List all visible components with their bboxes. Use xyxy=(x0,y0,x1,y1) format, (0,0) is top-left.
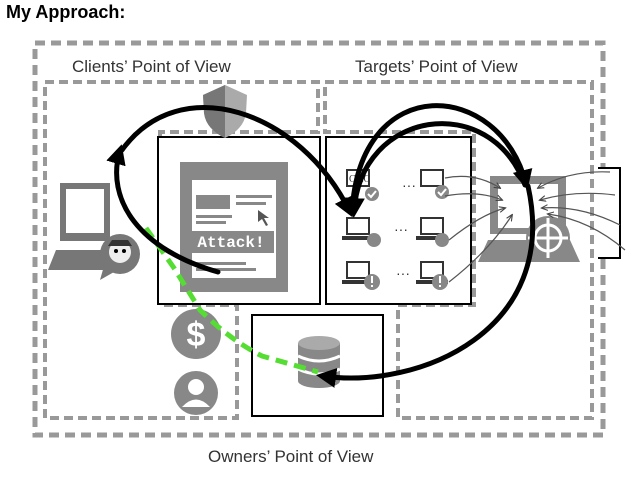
owners-pov-label: Owners’ Point of View xyxy=(208,447,374,466)
clients-pov-label: Clients’ Point of View xyxy=(72,57,231,76)
crosshair-icon xyxy=(526,216,570,260)
dollar-icon: $ xyxy=(171,309,221,359)
arrow-to-database xyxy=(316,183,536,388)
laptop-icon xyxy=(48,183,120,270)
arrow-target-to-database xyxy=(344,121,528,218)
ellipsis-row1: ··· xyxy=(402,177,416,193)
arrow-client-to-host xyxy=(119,105,353,218)
inbound-connections xyxy=(444,171,626,283)
targets-pov-label: Targets’ Point of View xyxy=(355,57,518,76)
user-avatar-icon xyxy=(100,234,140,280)
attack-banner-label: Attack! xyxy=(197,234,264,252)
webpage-icon xyxy=(180,162,288,292)
attack-banner xyxy=(188,231,274,253)
ellipsis-row2: ··· xyxy=(394,221,408,237)
flow-arrows xyxy=(106,103,536,388)
host-grid: C&C ··· · xyxy=(342,169,449,290)
host-bug-left xyxy=(342,217,381,247)
slide-title: My Approach: xyxy=(6,2,126,22)
person-icon xyxy=(174,371,218,415)
ellipsis-row3: ··· xyxy=(396,265,410,281)
target-side-box xyxy=(598,167,621,259)
dollar-symbol: $ xyxy=(187,316,206,354)
arrow-host-to-target xyxy=(349,103,533,215)
green-dashed-link xyxy=(143,226,319,375)
database-icon xyxy=(297,336,341,388)
host-bug-right xyxy=(416,217,449,247)
host-alert-right xyxy=(416,261,448,290)
arrow-attack-to-client xyxy=(106,144,221,275)
clients-region xyxy=(43,80,320,420)
host-alert-left xyxy=(342,261,380,290)
